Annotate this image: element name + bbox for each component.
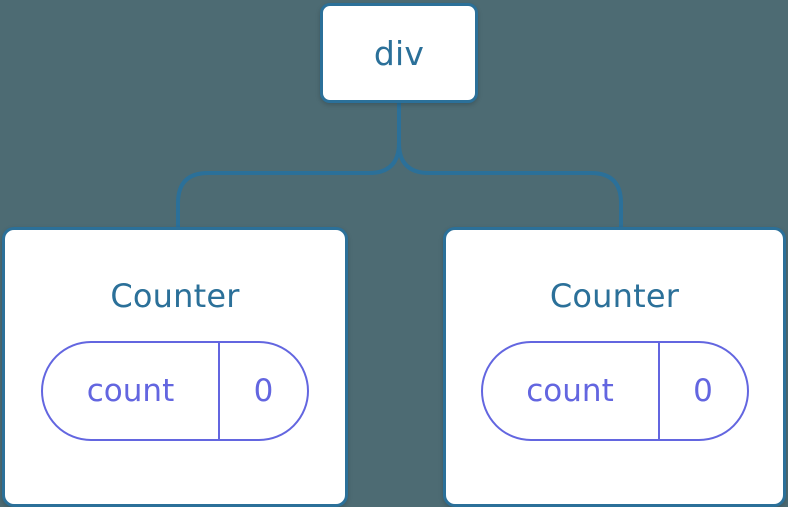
state-pill-key: count xyxy=(43,343,220,439)
connector-edge-root-to-child-0 xyxy=(176,103,401,230)
connector-edge-root-to-child-1 xyxy=(397,103,623,230)
component-tree-diagram: div Counter count 0 Counter count 0 xyxy=(2,3,786,507)
child-node-counter-0[interactable]: Counter count 0 xyxy=(2,227,348,507)
root-node-label: div xyxy=(373,33,425,73)
state-pill-value: 0 xyxy=(693,372,713,409)
state-pill-count[interactable]: count 0 xyxy=(480,341,749,441)
state-pill-count[interactable]: count 0 xyxy=(41,341,309,441)
child-node-counter-1[interactable]: Counter count 0 xyxy=(443,227,786,507)
state-pill-value: 0 xyxy=(253,372,274,409)
root-node-div[interactable]: div xyxy=(320,3,478,103)
child-node-title: Counter xyxy=(110,277,240,315)
child-node-title: Counter xyxy=(549,277,680,315)
state-pill-key: count xyxy=(483,343,660,439)
